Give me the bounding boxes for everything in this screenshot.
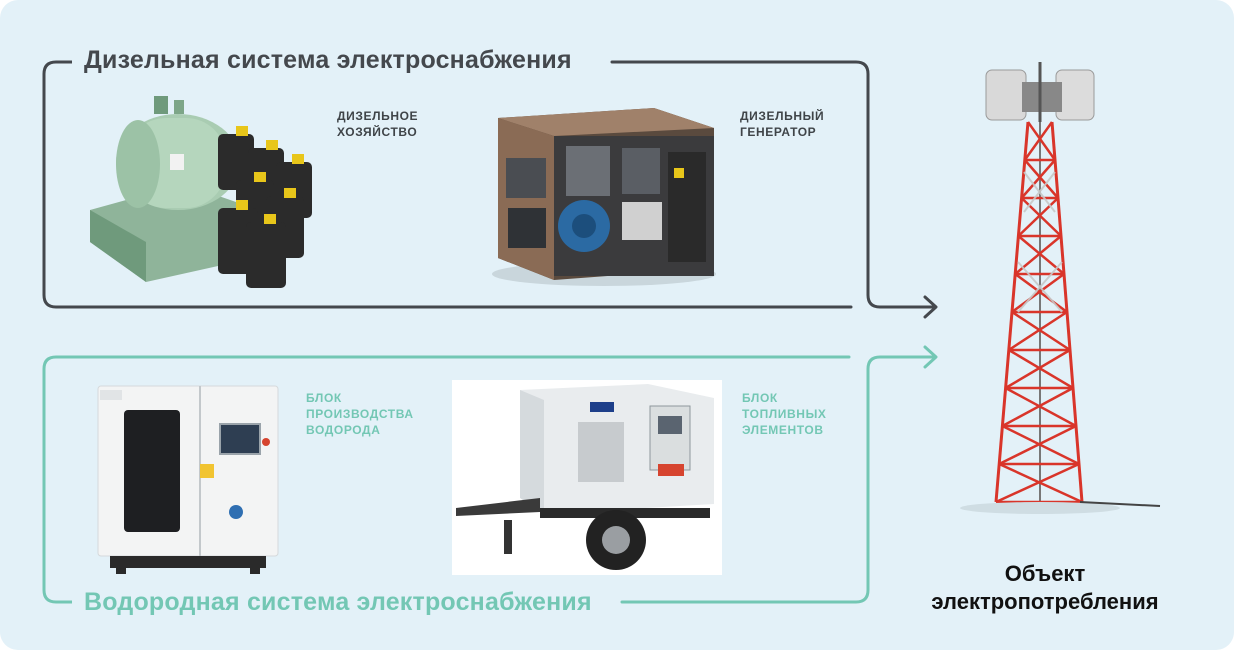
fuel-cell-trailer-image	[452, 380, 722, 575]
caption-diesel-generator: ДИЗЕЛЬНЫЙ ГЕНЕРАТОР	[740, 109, 825, 139]
tower-brace	[1017, 197, 1059, 237]
tower-brace	[1011, 272, 1065, 314]
target-object-label: Объект электропотребления	[931, 561, 1159, 614]
tower-brace	[1004, 348, 1071, 390]
tower-brace	[1014, 235, 1062, 275]
tower-brace	[1001, 424, 1080, 466]
caption-fuel-cell: БЛОК ТОПЛИВНЫХ ЭЛЕМЕНТОВ	[742, 391, 827, 437]
fuel-tank-and-canisters-image	[90, 96, 312, 288]
tower-brace	[1026, 121, 1057, 161]
tower-brace	[1005, 386, 1077, 428]
tower-brace	[1001, 386, 1074, 428]
tower-brace	[1020, 197, 1062, 237]
caption-hydrogen-production: БЛОК ПРОИЗВОДСТВА ВОДОРОДА	[306, 391, 414, 437]
hydrogen-arrowhead	[923, 345, 938, 369]
diesel-system-title: Дизельная система электроснабжения	[72, 46, 584, 75]
diesel-system-frame	[42, 60, 937, 309]
diesel-arrowhead	[923, 295, 938, 319]
tower-brace	[998, 462, 1083, 504]
tower-brace	[1023, 121, 1054, 161]
hydrogen-system-title: Водородная система электроснабжения	[72, 588, 604, 617]
tower-brace	[1020, 159, 1056, 199]
tower-brace	[1008, 348, 1074, 390]
caption-diesel-storage: ДИЗЕЛЬНОЕ ХОЗЯЙСТВО	[337, 109, 419, 139]
tower-brace	[1011, 310, 1071, 352]
diesel-generator-image	[492, 108, 716, 286]
telecom-tower-image	[960, 62, 1161, 514]
tower-brace	[1008, 310, 1068, 352]
tower-brace	[1023, 159, 1059, 199]
tower-brace	[998, 424, 1077, 466]
tower-brace	[1014, 272, 1068, 314]
hydrogen-system-frame	[42, 355, 937, 604]
hydrogen-production-unit-image	[97, 385, 279, 574]
tower-brace	[995, 462, 1080, 504]
